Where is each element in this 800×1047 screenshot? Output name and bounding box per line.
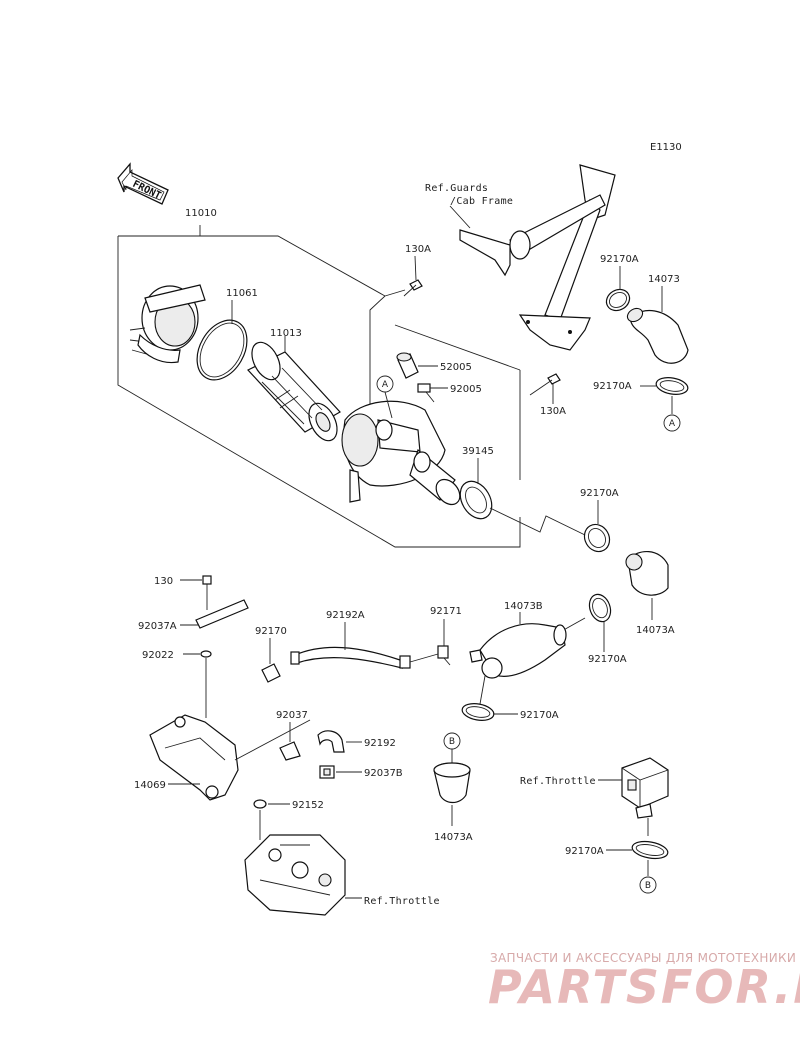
label-92192: 92192 (364, 738, 396, 749)
label-11010: 11010 (185, 208, 217, 219)
fitting-92005 (417, 383, 435, 403)
label-130a-top: 130A (405, 244, 431, 255)
assembly-bracket (117, 225, 521, 548)
label-92170a-4: 92170A (588, 654, 627, 665)
hose-92192a (290, 646, 411, 669)
front-arrow-icon: FRONT (117, 162, 169, 205)
hose-14073b (469, 623, 567, 679)
marker-a-top-text: A (382, 380, 389, 390)
marker-b-left-text: B (449, 737, 455, 747)
air-cleaner-housing (341, 400, 461, 506)
clamp-92170a-5 (461, 703, 495, 721)
clamp-92037 (279, 741, 301, 761)
bolt-130a-top (403, 279, 423, 297)
hose-14073a-top (625, 551, 669, 596)
label-11013: 11013 (270, 328, 302, 339)
ref-guards: Ref.Guards (425, 183, 488, 194)
watermark-logo: PARTSFOR.RU (488, 960, 800, 1014)
hose-14073a-lower (433, 762, 471, 804)
label-52005: 52005 (440, 362, 472, 373)
label-92170a-3: 92170A (580, 488, 619, 499)
o-ring-11061 (196, 300, 248, 381)
label-130: 130 (154, 576, 173, 587)
label-92152: 92152 (292, 800, 324, 811)
filter-element-11013 (247, 336, 341, 442)
label-92170a-6: 92170A (565, 846, 604, 857)
seal-39145 (459, 480, 493, 520)
label-14073b: 14073B (504, 601, 543, 612)
label-92171: 92171 (430, 606, 462, 617)
clamp-92170a-3 (583, 523, 611, 553)
label-92037: 92037 (276, 710, 308, 721)
label-92037b: 92037B (364, 768, 403, 779)
clamp-92170a-6 (631, 840, 669, 860)
hose-92192 (317, 730, 345, 753)
clamp-92170a-2 (655, 377, 689, 395)
washer-92022 (200, 650, 212, 658)
watermark-tagline: ЗАПЧАСТИ И АКСЕССУАРЫ ДЛЯ МОТОТЕХНИКИ (490, 951, 796, 965)
marker-b-right (639, 876, 657, 894)
label-92022: 92022 (142, 650, 174, 661)
label-92170a-2: 92170A (593, 381, 632, 392)
duct-14069 (149, 714, 239, 801)
label-92170a-1: 92170A (600, 254, 639, 265)
label-92192a: 92192A (326, 610, 365, 621)
cap-52005 (396, 352, 419, 379)
marker-a-right-text: A (669, 419, 676, 429)
ref-throttle-right: Ref.Throttle (520, 776, 596, 787)
label-92170a-5: 92170A (520, 710, 559, 721)
clamp-92170a-top (605, 288, 631, 312)
label-130a-right: 130A (540, 406, 566, 417)
diagram-code: E1130 (650, 142, 682, 153)
ref-cab-frame: /Cab Frame (450, 196, 513, 207)
label-92037a: 92037A (138, 621, 177, 632)
label-92005: 92005 (450, 384, 482, 395)
clamp-92170 (261, 663, 281, 683)
label-14073a-1: 14073A (636, 625, 675, 636)
label-11061: 11061 (226, 288, 258, 299)
bolt-130a-right (529, 373, 561, 396)
clamp-92170a-4 (588, 593, 612, 623)
label-39145: 39145 (462, 446, 494, 457)
bracket-92037a (195, 599, 249, 629)
label-14069: 14069 (134, 780, 166, 791)
throttle-body-left (244, 834, 346, 916)
label-14073: 14073 (648, 274, 680, 285)
hose-14073 (626, 307, 689, 364)
label-14073a-2: 14073A (434, 832, 473, 843)
air-cleaner-cover (129, 284, 206, 364)
cab-frame-guard (459, 164, 616, 351)
label-92170: 92170 (255, 626, 287, 637)
marker-a-right (663, 414, 681, 432)
ref-throttle-left: Ref.Throttle (364, 896, 440, 907)
clip-92037b (319, 765, 335, 779)
clip-92171 (437, 645, 451, 666)
bolt-130 (202, 575, 212, 610)
marker-b-right-text: B (645, 881, 651, 891)
throttle-body-right (621, 757, 669, 819)
washer-92152 (253, 799, 267, 809)
